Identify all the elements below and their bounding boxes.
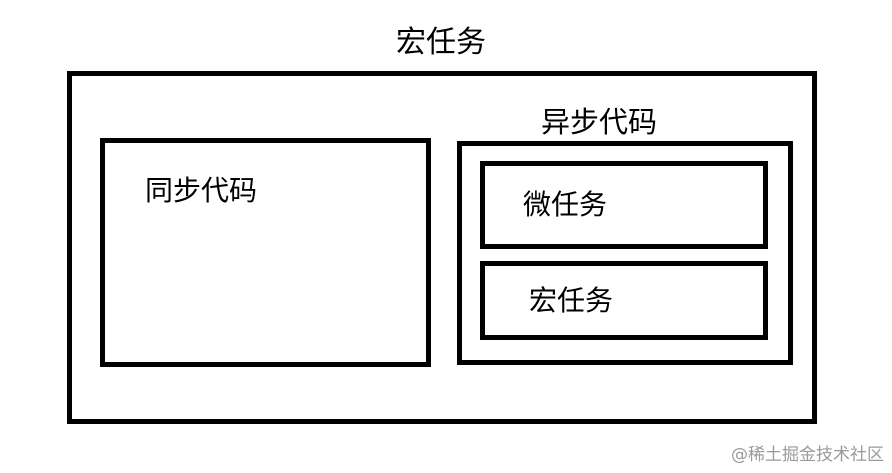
async-code-label: 异步代码	[541, 105, 658, 139]
diagram-title: 宏任务	[396, 25, 486, 60]
watermark: @稀土掘金技术社区	[731, 445, 884, 465]
micro-task-label: 微任务	[523, 188, 608, 221]
macro-task-inner-box	[480, 261, 768, 340]
macro-task-inner-label: 宏任务	[529, 284, 614, 317]
sync-code-label: 同步代码	[145, 174, 258, 207]
sync-code-box	[100, 138, 431, 367]
async-code-box	[457, 141, 793, 365]
macro-task-outer-box	[67, 71, 817, 424]
micro-task-box	[480, 161, 768, 249]
